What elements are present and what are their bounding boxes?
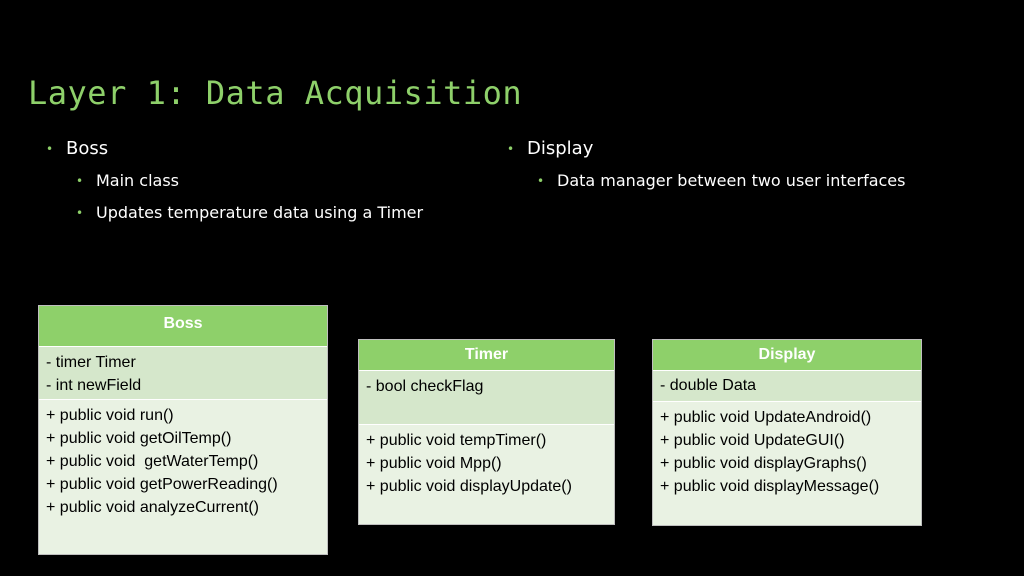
uml-method: + public void Mpp()	[366, 455, 502, 472]
sub-bullet-item: • Data manager between two user interfac…	[505, 170, 905, 192]
uml-method: + public void getWaterTemp()	[46, 453, 259, 470]
bullet-text: Main class	[96, 171, 179, 190]
uml-method: + public void displayUpdate()	[366, 478, 572, 495]
sub-bullet-item: • Main class	[44, 170, 423, 192]
uml-method: + public void analyzeCurrent()	[46, 499, 259, 516]
uml-method: + public void displayMessage()	[660, 478, 880, 495]
bullet-text: Display	[527, 138, 594, 159]
uml-class-display: Display - double Data + public void Upda…	[652, 339, 922, 526]
uml-class-boss: Boss - timer Timer - int newField + publ…	[38, 305, 328, 555]
uml-method: + public void tempTimer()	[366, 432, 547, 449]
bullet-text: Data manager between two user interfaces	[557, 171, 906, 190]
uml-class-timer: Timer - bool checkFlag + public void tem…	[358, 339, 615, 525]
slide-title: Layer 1: Data Acquisition	[28, 74, 523, 112]
uml-methods: + public void UpdateAndroid() + public v…	[653, 402, 921, 502]
bullet-icon: •	[76, 174, 84, 188]
bullet-icon: •	[46, 142, 54, 156]
bullet-text: Updates temperature data using a Timer	[96, 203, 424, 222]
uml-class-name: Timer	[359, 340, 614, 371]
uml-attribute: - timer Timer	[46, 354, 136, 371]
uml-attributes: - double Data	[653, 371, 921, 402]
uml-method: + public void UpdateGUI()	[660, 432, 845, 449]
uml-method: + public void getOilTemp()	[46, 430, 232, 447]
uml-method: + public void getPowerReading()	[46, 476, 278, 493]
uml-attribute: - bool checkFlag	[366, 378, 484, 395]
uml-method: + public void displayGraphs()	[660, 455, 867, 472]
bullet-text: Boss	[66, 138, 109, 159]
bullet-list-boss: • Boss • Main class • Updates temperatur…	[44, 137, 423, 224]
bullet-icon: •	[507, 142, 515, 156]
uml-attribute: - int newField	[46, 377, 142, 394]
bullet-icon: •	[76, 206, 84, 220]
uml-method: + public void UpdateAndroid()	[660, 409, 872, 426]
uml-attributes: - timer Timer - int newField	[39, 347, 327, 400]
bullet-item: • Display	[505, 137, 905, 161]
bullet-list-display: • Display • Data manager between two use…	[505, 137, 905, 192]
uml-attributes: - bool checkFlag	[359, 371, 614, 425]
uml-attribute: - double Data	[660, 377, 757, 394]
uml-methods: + public void tempTimer() + public void …	[359, 425, 614, 502]
bullet-icon: •	[537, 174, 545, 188]
uml-class-name: Boss	[39, 306, 327, 347]
uml-methods: + public void run() + public void getOil…	[39, 400, 327, 523]
bullet-item: • Boss	[44, 137, 423, 161]
sub-bullet-item: • Updates temperature data using a Timer	[44, 202, 423, 224]
uml-method: + public void run()	[46, 407, 174, 424]
uml-class-name: Display	[653, 340, 921, 371]
